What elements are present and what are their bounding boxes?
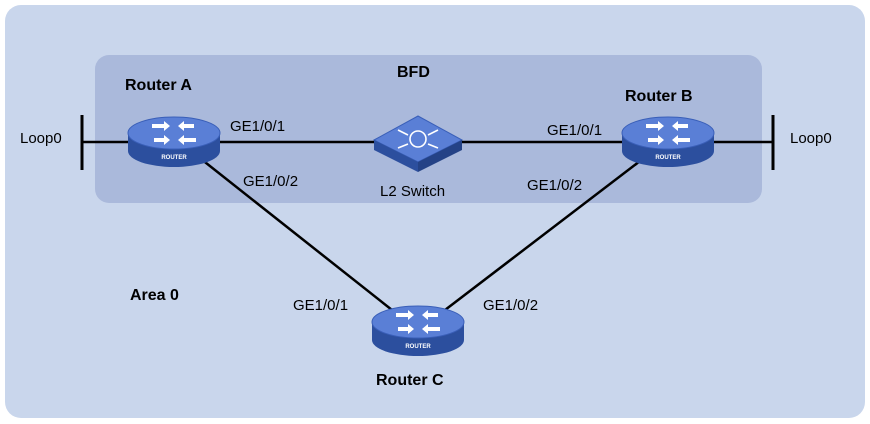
if-a-switch-label: GE1/0/1 [230, 118, 286, 135]
if-a-c-label: GE1/0/2 [243, 173, 299, 190]
link-b-c [444, 157, 645, 311]
if-c-a-label: GE1/0/1 [293, 297, 349, 314]
router-icon [621, 116, 715, 168]
if-b-c-label: GE1/0/2 [527, 177, 583, 194]
area-label: Area 0 [130, 287, 179, 304]
router-c-name: Router C [376, 372, 444, 389]
bfd-label: BFD [397, 64, 430, 81]
if-c-b-label: GE1/0/2 [483, 297, 539, 314]
link-a-c [195, 154, 393, 311]
router-icon [371, 305, 465, 357]
loop0-a-label: Loop0 [20, 130, 62, 147]
loop0-b-label: Loop0 [790, 130, 832, 147]
router-icon [127, 116, 221, 168]
router-a-name: Router A [125, 77, 192, 94]
switch-icon [372, 115, 464, 172]
switch-name: L2 Switch [380, 183, 446, 200]
router-b-name: Router B [625, 88, 693, 105]
if-b-switch-label: GE1/0/1 [547, 122, 603, 139]
